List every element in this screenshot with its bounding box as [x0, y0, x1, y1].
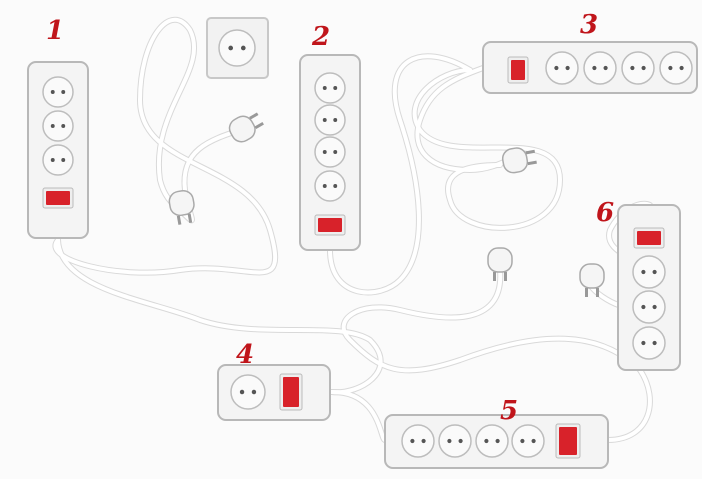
- socket-pin-hole: [630, 65, 635, 71]
- socket-pin-hole: [531, 438, 536, 444]
- socket-pin-hole: [554, 65, 559, 71]
- strip-label-4: 4: [236, 340, 255, 370]
- red-switch: [46, 191, 70, 205]
- socket-pin-hole: [458, 438, 463, 444]
- socket-pin-hole: [333, 184, 338, 188]
- strip-label-1: 1: [46, 16, 65, 46]
- plug-pin: [249, 112, 259, 120]
- socket-outlet: [659, 51, 693, 85]
- plug-body: [168, 189, 195, 217]
- red-switch: [637, 231, 661, 245]
- socket-pin-hole: [421, 438, 426, 444]
- socket-pin-hole: [641, 269, 646, 275]
- socket-outlet: [438, 424, 472, 458]
- socket-outlet: [42, 144, 74, 176]
- plug-pin: [493, 272, 496, 281]
- socket-outlet: [314, 104, 346, 136]
- plug-body: [579, 263, 605, 289]
- socket-pin-hole: [641, 65, 646, 71]
- socket-pin-hole: [520, 438, 525, 444]
- socket-pin-hole: [322, 118, 327, 122]
- power-cord: [53, 17, 278, 275]
- socket-pin-hole: [61, 124, 66, 128]
- socket-outlet: [583, 51, 617, 85]
- socket-pin-hole: [603, 65, 608, 71]
- plug-pin: [187, 213, 193, 224]
- socket-pin-hole: [652, 304, 657, 310]
- plug-pin: [596, 288, 599, 297]
- socket-outlet: [314, 72, 346, 104]
- socket-outlet: [42, 76, 74, 108]
- socket-outlet: [401, 424, 435, 458]
- socket-pin-hole: [641, 340, 646, 346]
- socket-outlet: [230, 374, 266, 410]
- socket-outlet: [314, 136, 346, 168]
- socket-pin-hole: [592, 65, 597, 71]
- socket-outlet: [632, 326, 666, 360]
- socket-outlet: [42, 110, 74, 142]
- socket-outlet: [545, 51, 579, 85]
- socket-pin-hole: [322, 184, 327, 188]
- socket-outlet: [621, 51, 655, 85]
- socket-pin-hole: [333, 150, 338, 154]
- power-cord: [328, 54, 472, 295]
- plug: [501, 147, 537, 174]
- plug-pin: [585, 288, 588, 297]
- socket-pin-hole: [333, 118, 338, 122]
- socket-pin-hole: [50, 124, 55, 128]
- socket-pin-hole: [322, 150, 327, 154]
- socket-pin-hole: [410, 438, 415, 444]
- socket-pin-hole: [61, 90, 66, 94]
- socket-pin-hole: [484, 438, 489, 444]
- plug-body: [501, 147, 529, 174]
- socket-pin-hole: [333, 86, 338, 90]
- socket-pin-hole: [251, 389, 257, 395]
- socket-outlet: [511, 424, 545, 458]
- socket-pin-hole: [652, 340, 657, 346]
- red-switch: [318, 218, 342, 232]
- socket-outlet: [632, 290, 666, 324]
- plug-pin: [504, 272, 507, 281]
- socket-outlet: [475, 424, 509, 458]
- socket-pin-hole: [565, 65, 570, 71]
- plug: [487, 247, 513, 281]
- plug: [168, 189, 195, 225]
- socket-pin-hole: [228, 45, 234, 51]
- power-cord: [328, 389, 387, 442]
- plug: [579, 263, 605, 297]
- red-switch: [559, 427, 577, 455]
- plug: [228, 112, 264, 143]
- socket-pin-hole: [50, 90, 55, 94]
- power-cord: [56, 238, 383, 395]
- socket-pin-hole: [641, 304, 646, 310]
- red-switch: [283, 377, 299, 407]
- socket-outlet: [632, 255, 666, 289]
- socket-outlet: [218, 29, 256, 67]
- plug-body: [487, 247, 513, 273]
- plug-body: [228, 115, 256, 143]
- socket-pin-hole: [447, 438, 452, 444]
- socket-pin-hole: [50, 158, 55, 162]
- socket-pin-hole: [679, 65, 684, 71]
- socket-outlet: [314, 170, 346, 202]
- socket-pin-hole: [495, 438, 500, 444]
- plug-pin: [254, 121, 264, 130]
- socket-pin-hole: [668, 65, 673, 71]
- socket-pin-hole: [652, 269, 657, 275]
- plug-pin: [527, 160, 537, 166]
- red-switch: [511, 60, 525, 80]
- plug-pin: [176, 215, 182, 225]
- strip-label-2: 2: [312, 22, 331, 52]
- strip-label-5: 5: [500, 396, 519, 426]
- socket-pin-hole: [61, 158, 66, 162]
- power-cord: [412, 68, 563, 230]
- strip-label-6: 6: [596, 198, 615, 228]
- plug-pin: [525, 149, 536, 155]
- socket-pin-hole: [322, 86, 327, 90]
- socket-pin-hole: [240, 45, 246, 51]
- strip-label-3: 3: [580, 10, 599, 40]
- socket-pin-hole: [239, 389, 245, 395]
